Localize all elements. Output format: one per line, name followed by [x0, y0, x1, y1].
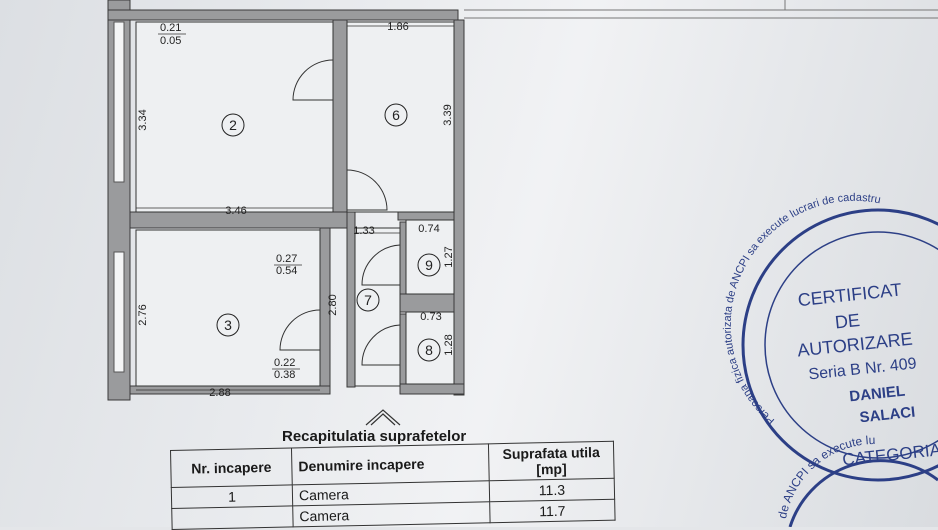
room-number-2: 2: [229, 117, 237, 133]
room-circle-6: [384, 103, 408, 127]
surface-summary-table: Nr. incapere Denumire incapere Suprafata…: [170, 441, 616, 530]
room9-height-label: 1.27: [443, 246, 455, 267]
row-2-name: Camera: [292, 501, 491, 527]
room7-width-label: 1.33: [353, 225, 374, 237]
room7-height-label: 2.80: [327, 294, 339, 315]
header-useful-area: Suprafata utila [mp]: [488, 441, 615, 481]
header-room-number: Nr. incapere: [170, 447, 293, 488]
room-number-6: 6: [392, 107, 400, 123]
authorization-stamp: Persoana fizica autorizata de ANCPI sa e…: [722, 192, 938, 527]
room9-width-label: 0.74: [418, 223, 439, 235]
room6-height-label: 3.39: [442, 104, 454, 125]
room-8-floor: [405, 311, 455, 385]
room-number-3: 3: [224, 317, 232, 333]
room-number-8: 8: [425, 342, 433, 358]
door-room-9: [361, 244, 401, 286]
entrance-arrow-icon: [365, 409, 401, 426]
room-2-floor: [135, 21, 334, 213]
room3-height-label: 2.76: [137, 304, 149, 325]
wall-left-room8: [399, 313, 407, 385]
door-room-8: [361, 324, 401, 366]
door-room-6: [346, 169, 388, 211]
room-3-floor: [135, 229, 321, 387]
wall-room2-room6: [332, 19, 348, 216]
row-1-number: 1: [171, 484, 293, 509]
stamp-line-4: Seria B Nr. 409: [808, 355, 918, 383]
row-2-area: 11.7: [489, 499, 616, 523]
door-room-3: [279, 309, 321, 351]
room-9-floor: [405, 219, 455, 295]
summary-title: Recapitulatia suprafetelor: [282, 428, 467, 445]
stamp-line-2: DE: [834, 310, 861, 333]
wall-top-room9: [397, 211, 455, 221]
wall-room7-left: [346, 211, 356, 388]
room2-height-label: 3.34: [137, 109, 149, 130]
stamp-line-5: DANIEL: [849, 383, 906, 406]
stamp-outer-ring: [741, 208, 938, 482]
room-6-floor: [346, 21, 455, 213]
room8-height-label: 1.28: [443, 334, 455, 355]
second-stamp-ring: [788, 459, 938, 527]
room-circle-7: [356, 288, 380, 312]
room8-width-label: 0.73: [420, 311, 441, 323]
room-circle-3: [216, 313, 240, 337]
note-1-bottom: 0.05: [160, 35, 181, 47]
note-3-top: 0.22: [274, 357, 295, 369]
note-2-bottom: 0.54: [276, 265, 297, 277]
window-room-3: [113, 251, 125, 373]
room3-width-label: 2.88: [209, 387, 230, 399]
stamp-line-1: CERTIFICAT: [797, 279, 903, 310]
window-room-2: [113, 21, 125, 183]
stamp-line-3: AUTORIZARE: [796, 329, 913, 361]
room6-width-label: 1.86: [387, 21, 408, 33]
header-room-name: Denumire incapere: [291, 443, 490, 485]
room-circle-9: [417, 253, 441, 277]
room-circle-2: [221, 113, 245, 137]
room2-width-label: 3.46: [225, 205, 246, 217]
wall-left-room9: [399, 221, 407, 295]
outer-wall-top: [107, 9, 459, 21]
room-number-9: 9: [425, 257, 433, 273]
row-1-area: 11.3: [489, 478, 615, 502]
note-3-bottom: 0.38: [274, 369, 295, 381]
wall-bottom-room8: [399, 383, 465, 395]
stamp-inner-ring: [764, 231, 938, 459]
note-2-top: 0.27: [276, 253, 297, 265]
stamp-line-6: SALACI: [859, 404, 916, 427]
room-number-7: 7: [364, 292, 372, 308]
wall-room9-room8: [399, 293, 455, 313]
outer-wall-right: [453, 19, 465, 396]
note-1-top: 0.21: [160, 22, 181, 34]
room-circle-8: [417, 338, 441, 362]
row-2-number: [171, 505, 294, 530]
door-room-2: [292, 59, 334, 101]
